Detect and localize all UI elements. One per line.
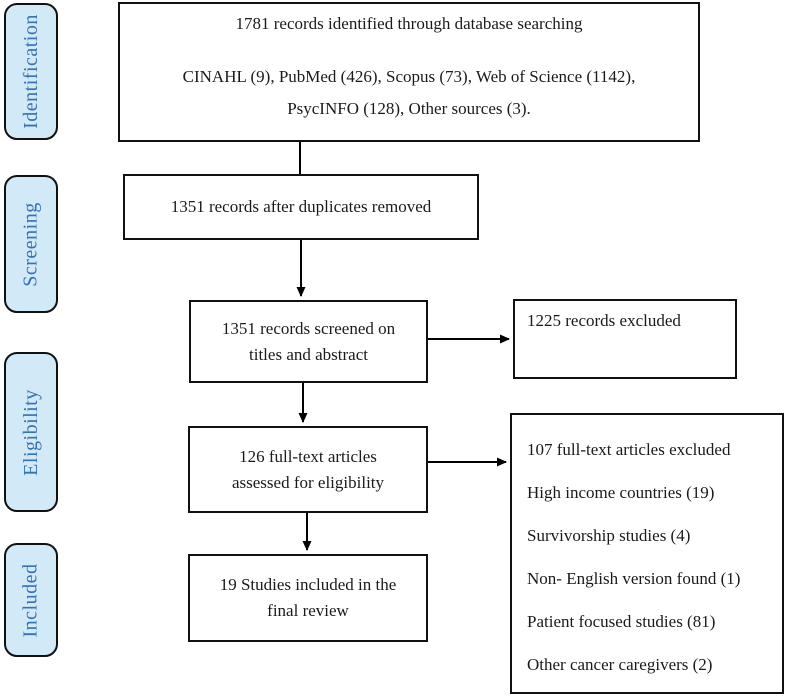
- stage-label-included: Included: [19, 563, 42, 637]
- fulltext-assessed-line: 126 full-text articles: [239, 446, 377, 466]
- stage-label-eligibility: Eligibility: [19, 388, 42, 476]
- box-records-excluded: 1225 records excluded: [513, 299, 737, 379]
- exclusion-reason: Patient focused studies (81): [527, 612, 716, 631]
- stage-included: Included: [4, 543, 58, 657]
- stage-label-screening: Screening: [19, 201, 42, 287]
- exclusion-reason: Survivorship studies (4): [527, 526, 691, 545]
- stage-eligibility: Eligibility: [4, 352, 58, 512]
- records-identified-line: 1781 records identified through database…: [235, 14, 583, 33]
- box-studies-included: 19 Studies included in the final review: [188, 554, 428, 642]
- stage-screening: Screening: [4, 175, 58, 313]
- exclusion-reason: High income countries (19): [527, 483, 715, 502]
- stage-label-identification: Identification: [19, 14, 42, 129]
- records-screened-line: 1351 records screened on: [221, 318, 396, 338]
- records-excluded-text: 1225 records excluded: [527, 311, 681, 330]
- records-identified-sources-line: PsycINFO (128), Other sources (3).: [287, 99, 531, 118]
- duplicates-removed-text: 1351 records after duplicates removed: [170, 197, 432, 216]
- box-records-identified: 1781 records identified through database…: [118, 2, 700, 142]
- box-fulltext-excluded-reasons: 107 full-text articles excluded High inc…: [510, 413, 784, 694]
- studies-included-line: final review: [267, 601, 349, 620]
- stage-identification: Identification: [4, 3, 58, 140]
- fulltext-assessed-line: assessed for eligibility: [231, 472, 385, 492]
- box-duplicates-removed: 1351 records after duplicates removed: [123, 174, 479, 240]
- fulltext-excluded-line: 107 full-text articles excluded: [527, 440, 731, 459]
- exclusion-reason: Other cancer caregivers (2): [527, 655, 713, 674]
- exclusion-reason: Non- English version found (1): [527, 569, 741, 588]
- records-screened-line: titles and abstract: [249, 344, 368, 364]
- box-fulltext-assessed: 126 full-text articles assessed for elig…: [188, 426, 428, 513]
- records-identified-sources-line: CINAHL (9), PubMed (426), Scopus (73), W…: [182, 67, 636, 86]
- studies-included-line: 19 Studies included in the: [219, 575, 397, 594]
- box-records-screened: 1351 records screened on titles and abst…: [189, 300, 428, 383]
